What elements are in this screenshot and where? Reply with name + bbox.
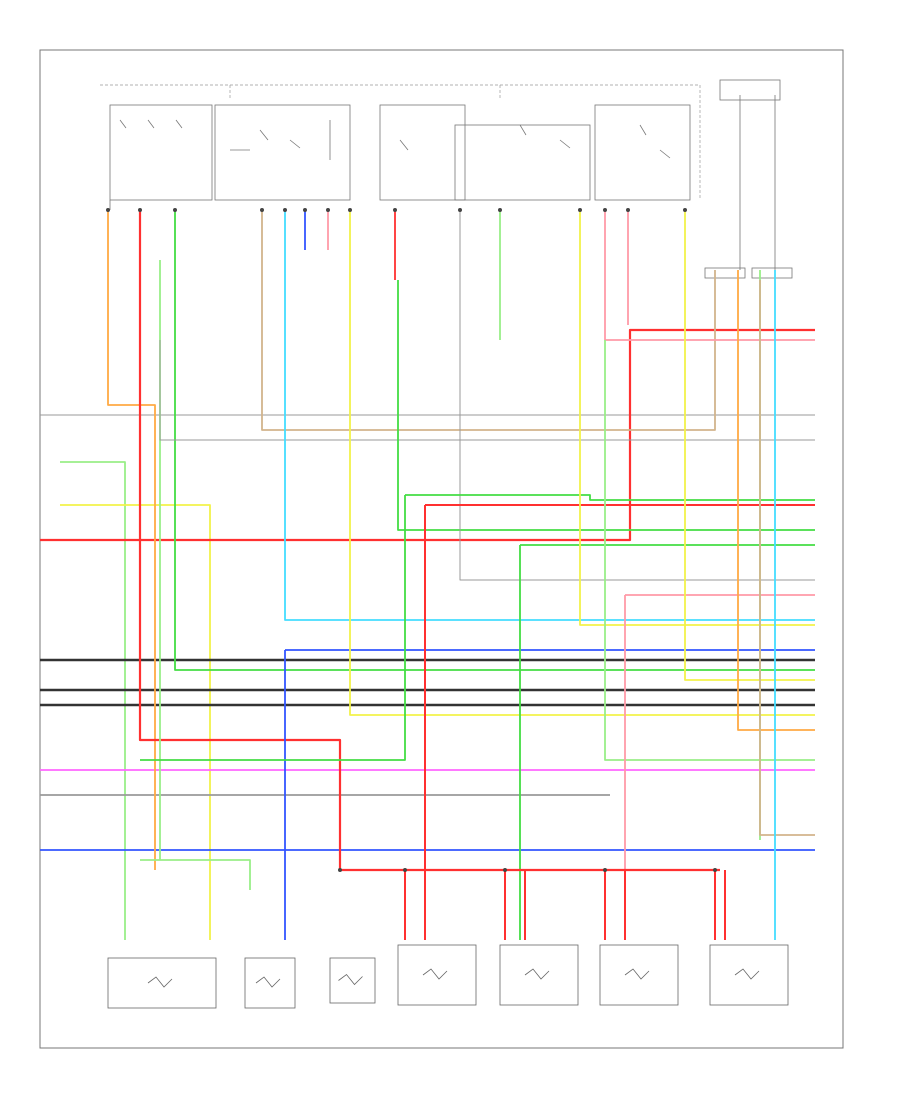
fuse-relay-box-center	[379, 104, 591, 201]
fuse-relay-box-left	[109, 104, 213, 210]
wire-yellow-h-505	[60, 504, 211, 940]
connector-dot-0	[106, 208, 110, 212]
wire-yellow-r5	[684, 210, 815, 681]
wire-green-bottom-1	[140, 859, 251, 890]
component-3	[329, 957, 376, 1004]
wire-red-c2	[424, 504, 815, 940]
wire-gray-left	[159, 340, 815, 441]
connector-dot-11	[578, 208, 582, 212]
connector-dot-13	[626, 208, 630, 212]
wire-green-r2	[604, 340, 815, 761]
connector-dot-16	[403, 868, 407, 872]
wire-green-c2	[140, 495, 406, 761]
wire-green-c4	[519, 544, 815, 940]
connector-marker-layer	[106, 208, 717, 872]
wire-layer	[40, 210, 815, 940]
wire-yellow-r1	[349, 210, 815, 716]
connector-dot-7	[348, 208, 352, 212]
connector-dot-2	[173, 208, 177, 212]
wire-orange-r6	[737, 270, 815, 731]
connector-dot-5	[303, 208, 307, 212]
wire-tan-r8	[759, 280, 815, 836]
connector-dot-12	[603, 208, 607, 212]
wire-green-left	[174, 210, 815, 671]
wire-blue-down	[284, 649, 815, 940]
component-1	[107, 957, 217, 1009]
component-7	[709, 944, 789, 1006]
connector-dot-1	[138, 208, 142, 212]
connector-dot-19	[713, 868, 717, 872]
wire-yellow-c5	[579, 210, 815, 626]
wire-green-c1	[397, 280, 815, 531]
connector-dot-18	[603, 868, 607, 872]
diagram-frame	[39, 49, 844, 1049]
wire-pink-r2	[604, 210, 815, 341]
wire-orange-left	[107, 210, 156, 870]
connector-dot-17	[503, 868, 507, 872]
wire-red-left	[138, 210, 342, 870]
connector-dot-3	[260, 208, 264, 212]
wire-tan-r1	[261, 210, 716, 431]
connector-dot-4	[283, 208, 287, 212]
connector-dot-6	[326, 208, 330, 212]
connector-top-right	[704, 79, 793, 279]
top-dashed-lines	[100, 84, 701, 200]
wire-pink-r4	[624, 594, 815, 870]
wire-cyan-r1	[284, 210, 815, 621]
wire-green-h-460	[60, 461, 126, 860]
wire-green-c3	[405, 494, 815, 501]
wire-gray-c1	[459, 210, 815, 581]
connector-dot-8	[393, 208, 397, 212]
fuse-relay-box-right	[594, 104, 691, 201]
wire-red-h-540	[40, 328, 815, 542]
component-4	[397, 944, 477, 1006]
component-5	[499, 944, 579, 1006]
component-2	[244, 957, 296, 1009]
relay-block-1	[214, 104, 351, 201]
connector-dot-9	[458, 208, 462, 212]
connector-dot-14	[683, 208, 687, 212]
connector-dot-10	[498, 208, 502, 212]
connector-dot-15	[338, 868, 342, 872]
component-6	[599, 944, 679, 1006]
component-layer	[107, 944, 789, 1009]
